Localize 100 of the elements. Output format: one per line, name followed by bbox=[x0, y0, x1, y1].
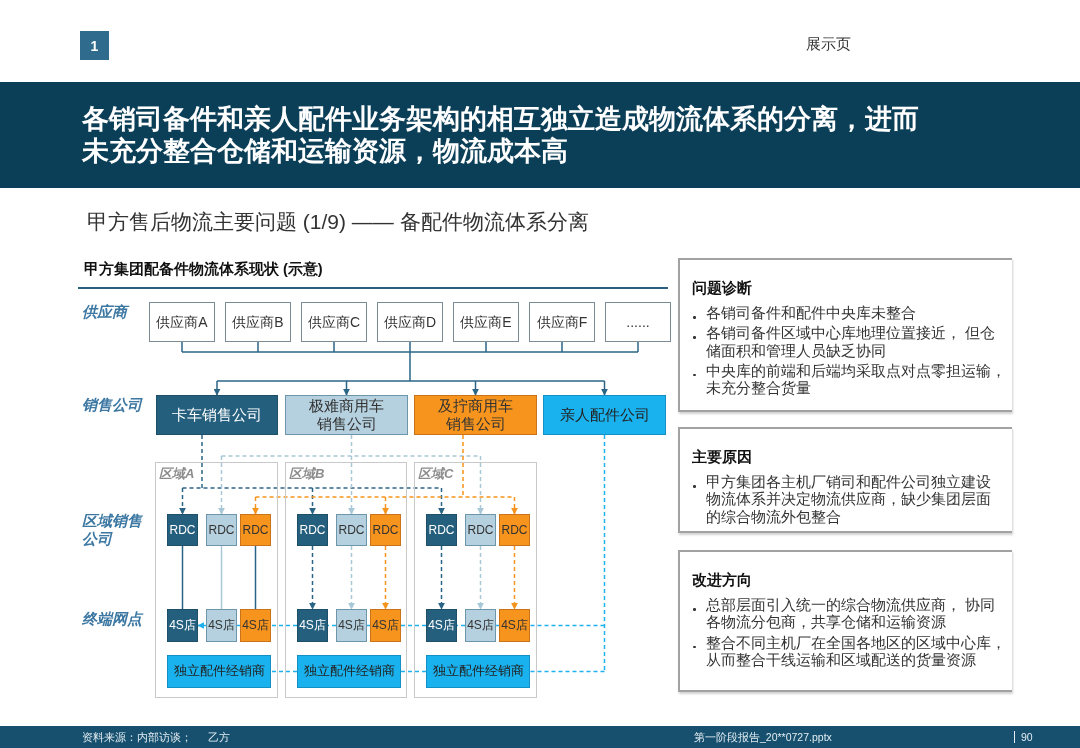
connector-line bbox=[236, 624, 241, 627]
rdc-box: RDC bbox=[167, 514, 198, 546]
arrow bbox=[197, 622, 207, 629]
company-box: 极难商用车销售公司 bbox=[285, 395, 408, 435]
arrow bbox=[438, 545, 445, 610]
section-number: 1 bbox=[80, 31, 109, 60]
subtitle: 甲方售后物流主要问题 (1/9) —— 备配件物流体系分离 bbox=[87, 209, 589, 235]
connector-line bbox=[529, 670, 606, 673]
connector-line bbox=[254, 545, 257, 610]
region-label: 区域B bbox=[289, 466, 325, 482]
rdc-box: RDC bbox=[206, 514, 237, 546]
connector-line bbox=[333, 341, 335, 353]
company-box: 亲人配件公司 bbox=[543, 395, 666, 435]
supplier-box: ...... bbox=[605, 302, 671, 342]
arrow bbox=[511, 496, 518, 515]
arrow bbox=[309, 487, 316, 515]
arrow bbox=[477, 455, 484, 515]
supplier-box: 供应商E bbox=[453, 302, 519, 342]
region-label: 区域C bbox=[418, 466, 454, 482]
supplier-box: 供应商B bbox=[225, 302, 291, 342]
text-panel bbox=[678, 258, 1012, 412]
connector-line bbox=[409, 341, 411, 353]
file-name: 第一阶段报告_20**0727.pptx bbox=[694, 731, 832, 745]
distributor-box: 独立配件经销商 bbox=[297, 655, 401, 688]
store-box: 4S店 bbox=[426, 609, 457, 642]
company-box: 及拧商用车销售公司 bbox=[414, 395, 537, 435]
arrow bbox=[309, 545, 316, 610]
rdc-box: RDC bbox=[297, 514, 328, 546]
page-number: 90 bbox=[1014, 731, 1033, 743]
connector-line bbox=[529, 624, 606, 627]
rdc-box: RDC bbox=[426, 514, 457, 546]
row-label: 终端网点 bbox=[82, 609, 142, 629]
region-frame bbox=[285, 462, 407, 698]
rdc-box: RDC bbox=[240, 514, 271, 546]
arrow bbox=[218, 455, 225, 515]
store-box: 4S店 bbox=[240, 609, 271, 642]
store-box: 4S店 bbox=[465, 609, 496, 642]
connector-line bbox=[270, 624, 298, 627]
connector-line bbox=[495, 624, 500, 627]
arrow bbox=[213, 380, 221, 396]
region-frame bbox=[155, 462, 278, 698]
panel-heading: 改进方向 bbox=[692, 571, 752, 590]
slide-title: 各销司备件和亲人配件业务架构的相互独立造成物流体系的分离，进而未充分整合仓储和运输资源，物流成本高 bbox=[82, 103, 920, 167]
arrow bbox=[348, 455, 355, 515]
arrow bbox=[343, 380, 350, 396]
arrow bbox=[438, 487, 445, 515]
connector-line bbox=[181, 341, 183, 353]
arrow bbox=[601, 380, 608, 396]
arrow bbox=[179, 487, 186, 515]
source-note: 资料来源：内部访谈； bbox=[82, 731, 192, 745]
bullet-text: 各销司备件和配件中央库未整合 bbox=[680, 304, 1008, 322]
arrow bbox=[511, 545, 518, 610]
bullet-text: 甲方集团各主机厂销司和配件公司独立建设物流体系并决定物流供应商，缺少集团层面的综合物流外包整合 bbox=[680, 473, 1002, 525]
panel-heading: 主要原因 bbox=[692, 448, 752, 467]
arrow bbox=[382, 545, 389, 610]
connector-line bbox=[181, 351, 639, 382]
arrow bbox=[472, 380, 479, 396]
connector-line bbox=[270, 670, 298, 673]
arrow bbox=[252, 496, 259, 515]
rdc-box: RDC bbox=[499, 514, 530, 546]
bullet-text: 各销司备件区域中心库地理位置接近， 但仓储面积和管理人员缺乏协同 bbox=[680, 324, 1008, 359]
bullet-text: 总部层面引入统一的综合物流供应商， 协同各物流分包商，共享仓储和运输资源 bbox=[680, 596, 1008, 631]
region-label: 区域A bbox=[159, 466, 195, 482]
region-frame bbox=[414, 462, 537, 698]
connector-line bbox=[257, 341, 259, 353]
rdc-box: RDC bbox=[465, 514, 496, 546]
company-box: 卡车销售公司 bbox=[156, 395, 278, 435]
rdc-box: RDC bbox=[370, 514, 401, 546]
connector-line bbox=[637, 341, 639, 353]
connector-line bbox=[462, 434, 464, 498]
text-panel bbox=[678, 427, 1012, 533]
rdc-box: RDC bbox=[336, 514, 367, 546]
connector-line bbox=[561, 341, 563, 353]
connector-line bbox=[220, 545, 223, 610]
supplier-box: 供应商C bbox=[301, 302, 367, 342]
connector-line bbox=[603, 434, 606, 673]
store-box: 4S店 bbox=[336, 609, 367, 642]
store-box: 4S店 bbox=[499, 609, 530, 642]
connector-line bbox=[400, 624, 427, 627]
bullet-text: 中央库的前端和后端均采取点对点零担运输，未充分整合货量 bbox=[680, 361, 1008, 397]
store-box: 4S店 bbox=[167, 609, 198, 642]
page-tag: 展示页 bbox=[806, 35, 851, 54]
connector-line bbox=[201, 434, 203, 489]
connector-line bbox=[400, 670, 427, 673]
arrow bbox=[382, 496, 389, 515]
bullet-text: 整合不同主机厂在全国各地区的区域中心库，从而整合干线运输和区域配送的货量资源 bbox=[680, 633, 1008, 668]
store-box: 4S店 bbox=[206, 609, 237, 642]
store-box: 4S店 bbox=[297, 609, 328, 642]
panel-heading: 问题诊断 bbox=[692, 279, 752, 298]
supplier-box: 供应商F bbox=[529, 302, 595, 342]
text-panel bbox=[678, 550, 1012, 692]
supplier-box: 供应商A bbox=[149, 302, 215, 342]
store-box: 4S店 bbox=[370, 609, 401, 642]
distributor-box: 独立配件经销商 bbox=[426, 655, 530, 688]
supplier-box: 供应商D bbox=[377, 302, 443, 342]
distributor-box: 独立配件经销商 bbox=[167, 655, 271, 688]
source-note: 乙方 bbox=[208, 731, 230, 745]
section-heading: 甲方集团配备件物流体系现状 (示意) bbox=[84, 260, 323, 279]
arrow bbox=[348, 545, 355, 610]
connector-line bbox=[485, 341, 487, 353]
